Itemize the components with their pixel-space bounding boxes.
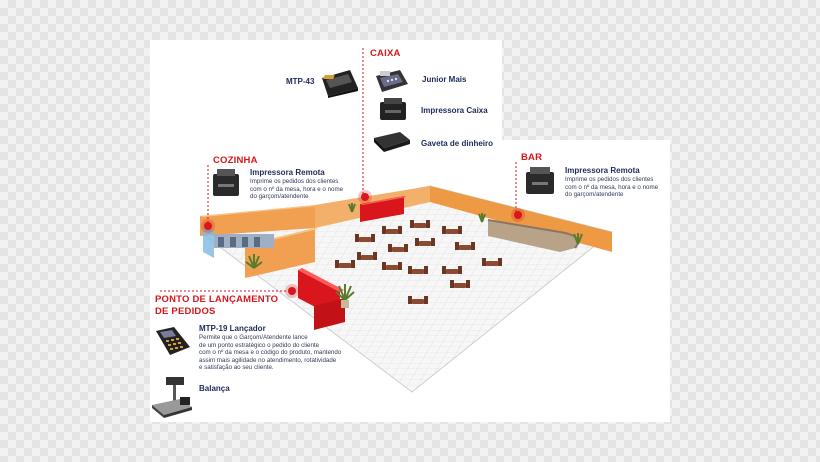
section-pedidos: PONTO DE LANÇAMENTO DE PEDIDOS bbox=[155, 294, 279, 317]
tables bbox=[335, 220, 502, 304]
callout-dots bbox=[204, 193, 522, 295]
remota-bar-desc: Imprime os pedidos dos clientes com o nº… bbox=[565, 176, 659, 199]
plant bbox=[245, 254, 263, 269]
kitchen-glass bbox=[203, 228, 214, 258]
gaveta-label: Gaveta de dinheiro bbox=[421, 139, 494, 148]
mtp19-label: MTP-19 Lançador bbox=[199, 324, 266, 333]
caixa-dot bbox=[361, 193, 369, 201]
pedidos-counter-front bbox=[314, 298, 345, 330]
mtp43-label: MTP-43 bbox=[286, 77, 315, 86]
cozinha-divider-wall bbox=[245, 228, 315, 278]
impressora-caixa-label: Impressora Caixa bbox=[421, 106, 488, 115]
cozinha-dot bbox=[204, 222, 212, 230]
section-caixa: CAIXA bbox=[370, 48, 401, 59]
junior-label: Junior Mais bbox=[422, 75, 467, 84]
printer-icon bbox=[380, 98, 406, 120]
left-wall-top bbox=[200, 205, 318, 217]
keyboard-terminal-icon bbox=[376, 70, 408, 92]
left-back-wall bbox=[200, 205, 315, 236]
callout-lines bbox=[160, 48, 517, 292]
cash-drawer-icon bbox=[374, 132, 410, 152]
section-cozinha: COZINHA bbox=[213, 155, 258, 166]
mtp19-desc: Permite que o Garçom/Atendente lance de … bbox=[199, 334, 342, 372]
section-bar: BAR bbox=[521, 152, 543, 163]
bar-counter bbox=[488, 220, 578, 252]
remota-cozinha-desc: Imprime os pedidos dos clientes com o nº… bbox=[250, 178, 344, 201]
keyboard-terminal-icon bbox=[322, 70, 358, 98]
printer-icon bbox=[526, 167, 554, 194]
balanca-label: Balança bbox=[199, 384, 230, 393]
scale-icon bbox=[152, 377, 192, 418]
printer-icon bbox=[213, 169, 239, 196]
plant bbox=[478, 213, 486, 223]
bar-dot bbox=[514, 211, 522, 219]
plant bbox=[348, 203, 356, 213]
plant bbox=[335, 284, 355, 308]
remota-cozinha-label: Impressora Remota bbox=[250, 168, 325, 177]
remota-bar-label: Impressora Remota bbox=[565, 166, 640, 175]
pedidos-dot bbox=[288, 287, 296, 295]
order-terminal-icon bbox=[156, 327, 190, 355]
plant bbox=[573, 233, 583, 245]
